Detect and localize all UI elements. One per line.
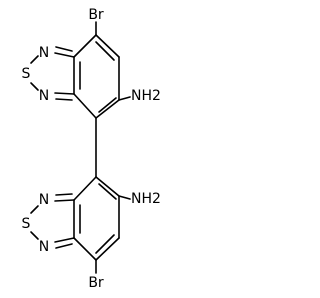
bond (73, 93, 97, 119)
bond (55, 243, 73, 249)
amine-label-bottom: NH2 (131, 191, 161, 207)
bond (118, 96, 131, 101)
bond (54, 237, 75, 243)
molecule-diagram: Br N S N NH2 N S N NH2 Br (22, 7, 161, 291)
bond (73, 34, 97, 58)
bond (54, 199, 75, 202)
sulfur-label-bottom: S (22, 216, 31, 232)
bond (95, 176, 120, 197)
amine-label-top: NH2 (131, 88, 161, 104)
bond (30, 82, 39, 91)
nitrogen-label-top-upper: N (39, 45, 49, 61)
bond (55, 193, 73, 196)
bond (95, 99, 120, 119)
bond (95, 234, 115, 254)
bond (30, 205, 39, 214)
bond (73, 237, 97, 261)
nitrogen-label-bottom-lower: N (39, 239, 49, 255)
bromine-label-bottom: Br (88, 275, 104, 291)
nitrogen-label-bottom-upper: N (39, 192, 49, 208)
bond (54, 52, 75, 58)
nitrogen-label-top-lower: N (39, 88, 49, 104)
atom-labels: Br N S N NH2 N S N NH2 Br (22, 7, 161, 291)
bond (55, 98, 73, 101)
bond (95, 34, 120, 58)
bond (95, 41, 115, 61)
structure-drawing: Br N S N NH2 N S N NH2 Br (22, 7, 161, 291)
bromine-label-top: Br (88, 7, 104, 23)
sulfur-label-top: S (22, 66, 31, 82)
bond (98, 97, 117, 113)
bond (73, 176, 97, 201)
bond (118, 195, 131, 200)
bond (98, 183, 117, 200)
bond (54, 92, 75, 95)
bond (30, 55, 39, 64)
bonds (30, 21, 131, 274)
bond (95, 237, 120, 261)
bond (55, 46, 73, 52)
bond (30, 231, 39, 240)
